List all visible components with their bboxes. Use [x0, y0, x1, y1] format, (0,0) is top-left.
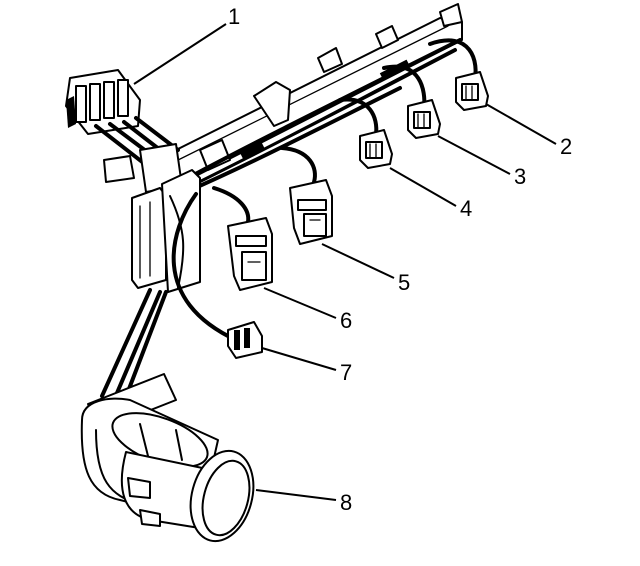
connector-7 [227, 321, 263, 359]
callout-7: 7 [340, 360, 352, 385]
sensor-cable [100, 288, 168, 404]
connector-2 [455, 71, 489, 111]
connector-6 [227, 217, 273, 291]
leader-3 [437, 135, 511, 175]
callout-6: 6 [340, 308, 352, 333]
callout-8: 8 [340, 490, 352, 515]
connector-4 [359, 129, 393, 169]
callout-3: 3 [514, 164, 526, 189]
leader-lines [133, 23, 557, 501]
callout-5: 5 [398, 270, 410, 295]
leader-8 [255, 489, 337, 501]
callout-labels: 1 2 3 4 5 6 7 8 [228, 4, 572, 515]
leader-1 [133, 23, 227, 85]
mounting-bracket [159, 3, 463, 183]
sensor-8 [80, 373, 255, 543]
leader-5 [321, 243, 395, 279]
callout-2: 2 [560, 134, 572, 159]
leader-4 [389, 167, 457, 207]
connector-1 [65, 69, 183, 193]
connector-3 [407, 99, 441, 139]
leader-7 [261, 347, 337, 371]
cable-clip [131, 169, 201, 293]
leader-6 [263, 287, 337, 319]
leader-2 [485, 103, 557, 145]
connector-5 [289, 179, 333, 245]
callout-1: 1 [228, 4, 240, 29]
callout-4: 4 [460, 196, 472, 221]
